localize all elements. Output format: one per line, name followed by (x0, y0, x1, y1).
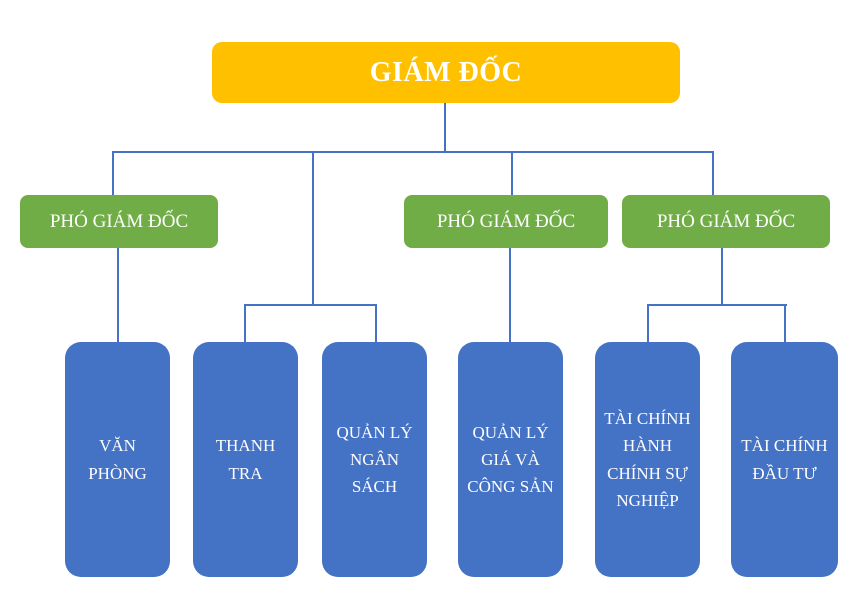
connector-drop-deputy-right (712, 151, 714, 195)
connector-branch-center (312, 151, 314, 305)
org-node-tai-chinh-dau-tu: TÀI CHÍNH ĐẦU TƯ (731, 342, 838, 577)
org-node-deputy-middle: PHÓ GIÁM ĐỐC (404, 195, 608, 248)
org-node-deputy-left: PHÓ GIÁM ĐỐC (20, 195, 218, 248)
connector-drop-ngan-sach (375, 304, 377, 342)
connector-drop-tai-chinh-dau-tu (784, 304, 786, 342)
org-node-director: GIÁM ĐỐC (212, 42, 680, 103)
connector-drop-deputy-left (112, 151, 114, 195)
connector-sub-left-horizontal (244, 304, 377, 306)
org-node-thanh-tra: THANH TRA (193, 342, 298, 577)
org-node-tai-chinh-hanh-chinh: TÀI CHÍNH HÀNH CHÍNH SỰ NGHIỆP (595, 342, 700, 577)
org-node-van-phong: VĂN PHÒNG (65, 342, 170, 577)
connector-main-horizontal (112, 151, 714, 153)
org-node-deputy-right: PHÓ GIÁM ĐỐC (622, 195, 830, 248)
connector-drop-tai-chinh-hanh-chinh (647, 304, 649, 342)
connector-drop-deputy-middle (511, 151, 513, 195)
connector-drop-thanh-tra (244, 304, 246, 342)
connector-deputy-middle-down (509, 248, 511, 342)
connector-root-drop (444, 103, 446, 152)
connector-sub-right-horizontal (647, 304, 787, 306)
org-node-quan-ly-gia-cong-san: QUẢN LÝ GIÁ VÀ CÔNG SẢN (458, 342, 563, 577)
connector-deputy-left-down (117, 248, 119, 342)
connector-deputy-right-down (721, 248, 723, 305)
org-node-quan-ly-ngan-sach: QUẢN LÝ NGÂN SÁCH (322, 342, 427, 577)
